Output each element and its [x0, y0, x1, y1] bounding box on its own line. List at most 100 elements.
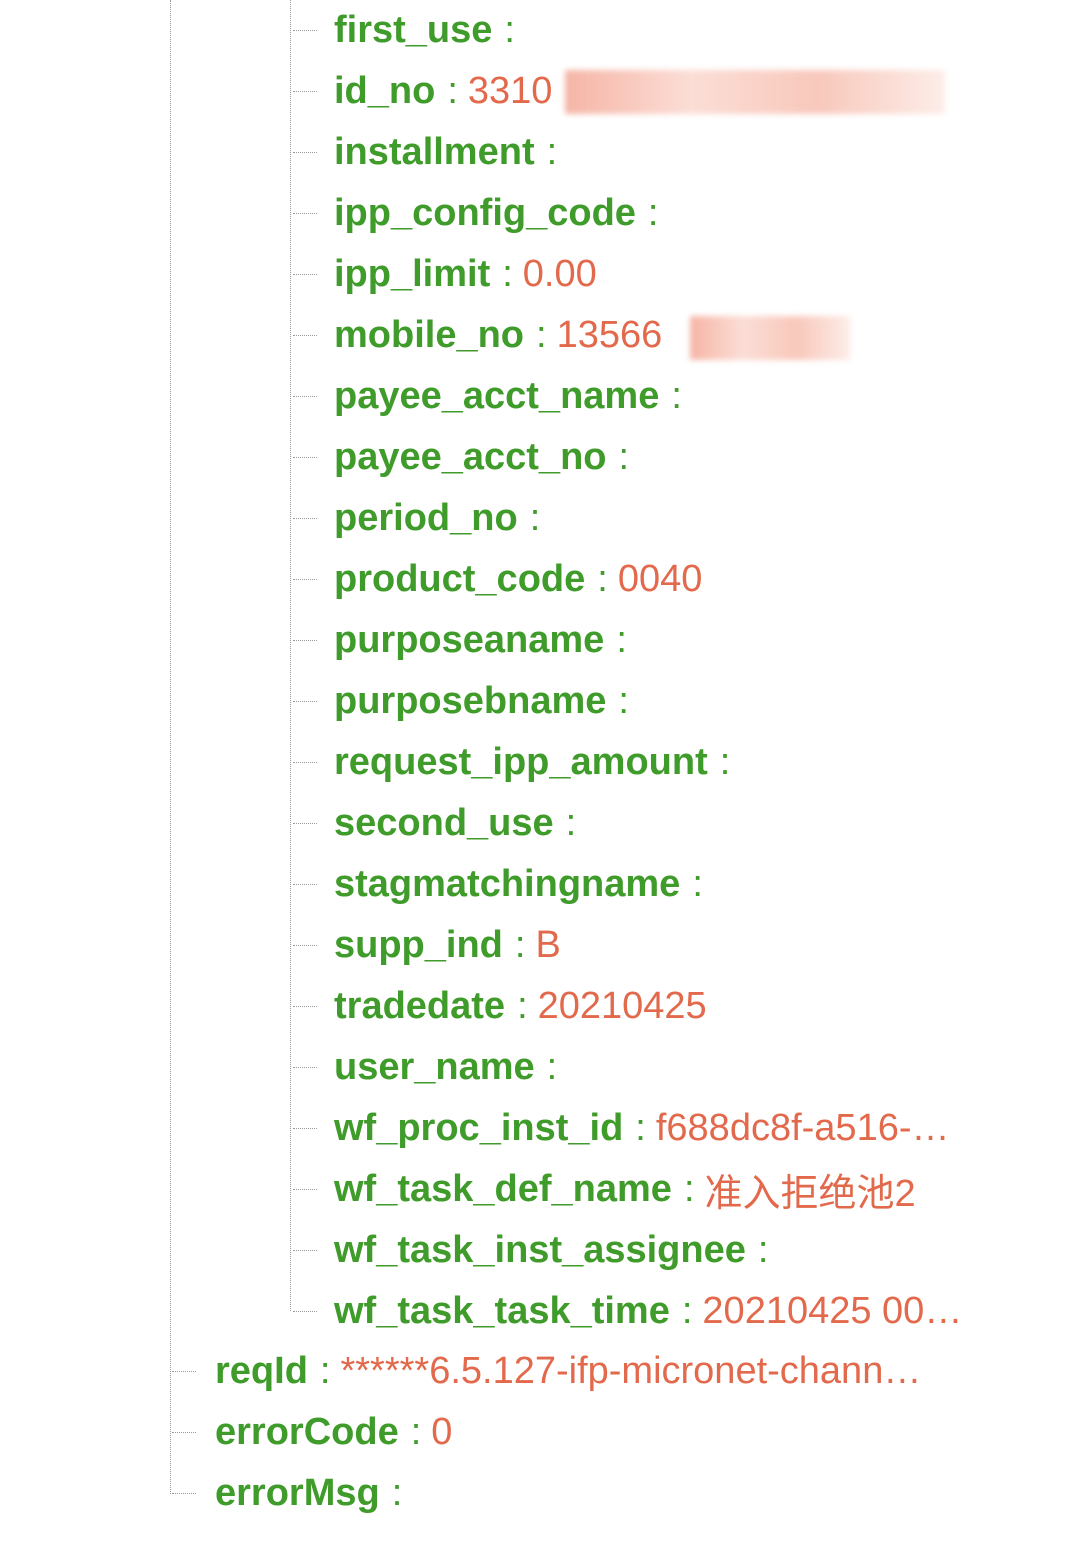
key-value-separator: :	[618, 680, 629, 722]
redaction-blur	[565, 70, 945, 114]
tree-node-row[interactable]: ipp_config_code:	[334, 183, 668, 244]
key-value-separator: :	[391, 1472, 403, 1514]
key-value-separator: :	[447, 70, 458, 112]
key-value-separator: :	[514, 924, 526, 966]
tree-branch	[172, 1371, 196, 1372]
field-key: first_use	[334, 9, 493, 51]
field-key: installment	[334, 131, 535, 173]
key-value-separator: :	[692, 863, 703, 905]
tree-branch	[293, 518, 317, 519]
tree-guide-outer	[170, 0, 171, 1494]
tree-node-row[interactable]: wf_proc_inst_id:f688dc8f-a516-…	[334, 1098, 950, 1159]
tree-node-row[interactable]: tradedate:20210425	[334, 976, 707, 1037]
field-value: 0040	[617, 558, 703, 600]
tree-branch	[293, 457, 317, 458]
tree-branch	[293, 274, 317, 275]
key-value-separator: :	[635, 1107, 646, 1149]
tree-node-row[interactable]: reqId:******6.5.127-ifp-micronet-chann…	[215, 1341, 921, 1402]
key-value-separator: :	[757, 1229, 769, 1271]
field-key: id_no	[334, 70, 436, 112]
key-value-separator: :	[565, 802, 577, 844]
field-key: ipp_config_code	[334, 192, 636, 234]
tree-node-row[interactable]: wf_task_inst_assignee:	[334, 1220, 778, 1281]
field-key: second_use	[334, 802, 554, 844]
tree-node-row[interactable]: request_ipp_amount:	[334, 732, 740, 793]
tree-node-row[interactable]: installment:	[334, 122, 567, 183]
redaction-blur	[690, 316, 850, 360]
tree-node-row[interactable]: stagmatchingname:	[334, 854, 713, 915]
key-value-separator: :	[647, 192, 659, 234]
key-value-separator: :	[683, 1168, 695, 1210]
field-value: 准入拒绝池2	[704, 1173, 916, 1215]
key-value-separator: :	[529, 497, 541, 539]
tree-node-row[interactable]: wf_task_task_time:20210425 00…	[334, 1281, 962, 1342]
tree-branch	[293, 1128, 317, 1129]
field-value: 20210425 00…	[702, 1290, 963, 1332]
key-value-separator: :	[502, 253, 513, 295]
field-key: wf_task_def_name	[334, 1168, 672, 1210]
field-value: 13566	[556, 314, 663, 356]
tree-node-row[interactable]: purposebname:	[334, 671, 639, 732]
field-key: mobile_no	[334, 314, 525, 356]
tree-branch	[293, 762, 317, 763]
key-value-separator: :	[410, 1411, 422, 1453]
tree-node-row[interactable]: mobile_no:13566	[334, 305, 662, 366]
key-value-separator: :	[681, 1290, 693, 1332]
tree-branch	[293, 213, 317, 214]
key-value-separator: :	[546, 131, 558, 173]
tree-branch	[172, 1493, 196, 1494]
field-key: stagmatchingname	[334, 863, 681, 905]
tree-branch	[172, 1432, 196, 1433]
field-key: payee_acct_name	[334, 375, 660, 417]
tree-node-row[interactable]: ipp_limit:0.00	[334, 244, 597, 305]
tree-node-row[interactable]: wf_task_def_name:准入拒绝池2	[334, 1159, 916, 1220]
tree-branch	[293, 823, 317, 824]
field-value: ******6.5.127-ifp-micronet-chann…	[340, 1350, 922, 1392]
tree-branch	[293, 396, 317, 397]
field-key: purposeaname	[334, 619, 605, 661]
tree-branch	[293, 1067, 317, 1068]
field-key: supp_ind	[334, 924, 503, 966]
key-value-separator: :	[536, 314, 547, 356]
field-key: wf_task_task_time	[334, 1290, 670, 1332]
field-value: 3310	[467, 70, 553, 112]
key-value-separator: :	[319, 1350, 331, 1392]
tree-branch	[293, 1189, 317, 1190]
tree-node-row[interactable]: id_no:3310	[334, 61, 552, 122]
tree-node-row[interactable]: supp_ind:B	[334, 915, 561, 976]
tree-branch	[293, 579, 317, 580]
field-value: 0.00	[522, 253, 597, 295]
tree-branch	[293, 884, 317, 885]
field-value: 0	[431, 1411, 453, 1453]
field-key: wf_task_inst_assignee	[334, 1229, 746, 1271]
tree-branch	[293, 1311, 317, 1312]
tree-node-row[interactable]: product_code:0040	[334, 549, 702, 610]
tree-node-row[interactable]: first_use:	[334, 0, 525, 61]
tree-node-row[interactable]: purposeaname:	[334, 610, 637, 671]
tree-node-row[interactable]: second_use:	[334, 793, 586, 854]
key-value-separator: :	[719, 741, 731, 783]
field-key: errorMsg	[215, 1472, 380, 1514]
key-value-separator: :	[504, 9, 515, 51]
field-key: errorCode	[215, 1411, 399, 1453]
tree-guide-inner	[290, 0, 291, 1311]
field-key: request_ipp_amount	[334, 741, 708, 783]
field-key: user_name	[334, 1046, 535, 1088]
key-value-separator: :	[618, 436, 630, 478]
tree-branch	[293, 335, 317, 336]
tree-node-row[interactable]: period_no:	[334, 488, 550, 549]
tree-node-row[interactable]: user_name:	[334, 1037, 567, 1098]
key-value-separator: :	[597, 558, 608, 600]
tree-branch	[293, 1250, 317, 1251]
tree-branch	[293, 701, 317, 702]
field-key: tradedate	[334, 985, 506, 1027]
tree-node-row[interactable]: errorMsg:	[215, 1463, 412, 1524]
field-key: product_code	[334, 558, 586, 600]
tree-node-row[interactable]: payee_acct_no:	[334, 427, 639, 488]
tree-node-row[interactable]: payee_acct_name:	[334, 366, 692, 427]
tree-branch	[293, 640, 317, 641]
field-key: period_no	[334, 497, 518, 539]
tree-branch	[293, 91, 317, 92]
tree-node-row[interactable]: errorCode:0	[215, 1402, 452, 1463]
field-value: B	[535, 924, 561, 966]
